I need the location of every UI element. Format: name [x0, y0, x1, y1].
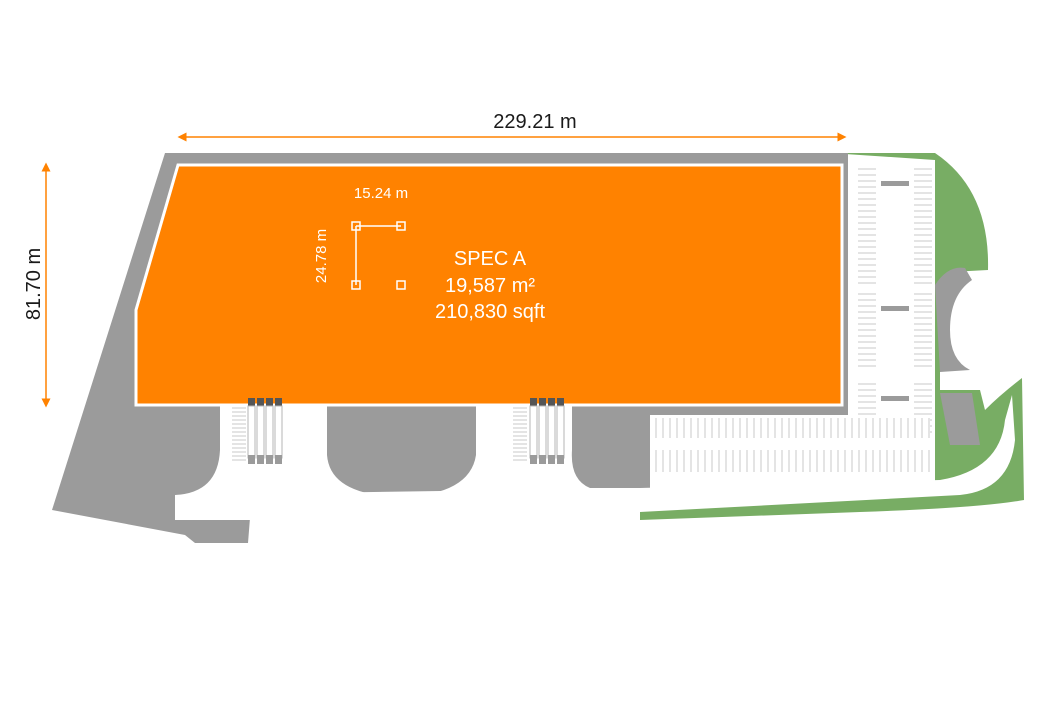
- parking-area: [652, 165, 932, 472]
- access-road: [175, 395, 1015, 520]
- parking-lot: [858, 290, 932, 370]
- parking-lot: [858, 165, 932, 285]
- dock-door: [265, 398, 274, 464]
- depth-dimension-label: 81.70 m: [23, 248, 45, 320]
- loading-docks: [232, 398, 565, 465]
- building-name: SPEC A: [454, 248, 527, 270]
- dock-door: [538, 398, 547, 464]
- bay-marker: [351, 221, 406, 290]
- building-area-m2: 19,587 m²: [445, 275, 535, 297]
- parking-lot: [652, 418, 930, 438]
- building-spec-a[interactable]: [134, 163, 844, 407]
- parking-lot: [652, 450, 930, 472]
- width-dimension-label: 229.21 m: [493, 111, 576, 133]
- dock-door: [256, 398, 265, 464]
- building-area-sqft: 210,830 sqft: [435, 301, 546, 323]
- dock-group: [232, 398, 283, 465]
- dock-door: [247, 398, 256, 464]
- bay-width-label: 15.24 m: [354, 185, 408, 202]
- dock-door: [556, 398, 565, 464]
- dock-door: [274, 398, 283, 464]
- dock-door: [529, 398, 538, 464]
- bay-depth-label: 24.78 m: [313, 229, 330, 283]
- dock-door: [547, 398, 556, 464]
- dock-group: [513, 398, 565, 465]
